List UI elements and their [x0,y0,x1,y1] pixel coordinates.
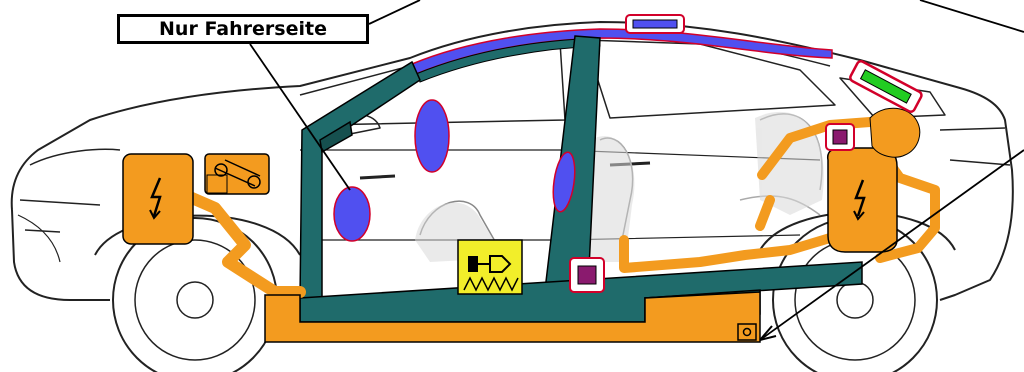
leader-line-top-right [919,0,1024,33]
pyrotechnic-warning-icon [457,239,523,295]
high-voltage-lightning-icon [854,179,866,217]
b-pillar-airbag [552,151,576,213]
hv-component-rear [869,107,921,158]
marker-b-pillar-base [569,257,605,293]
roof-gas-generator [625,14,685,34]
hv-battery-front [122,153,194,245]
leader-line-driver-side-top [368,0,421,25]
hv-component-front [204,153,270,195]
front-airbag-lower [333,186,371,242]
hv-battery-rear [826,147,898,253]
leader-line-driver-side [249,43,351,191]
hv-battery-pack [264,291,761,343]
c-pillar-gas-generator [849,60,923,113]
leader-line-right [759,149,1024,341]
driver-side-only-callout: Nur Fahrerseite [117,14,369,44]
leader-lines [249,0,1024,341]
small-rectangle-icon [737,323,757,341]
driver-side-only-label: Nur Fahrerseite [159,18,327,40]
high-voltage-lightning-icon [150,177,162,217]
curtain-airbag [411,28,833,75]
airbags [333,99,576,242]
marker-c-pillar [825,123,855,151]
front-airbag-upper [414,99,450,173]
